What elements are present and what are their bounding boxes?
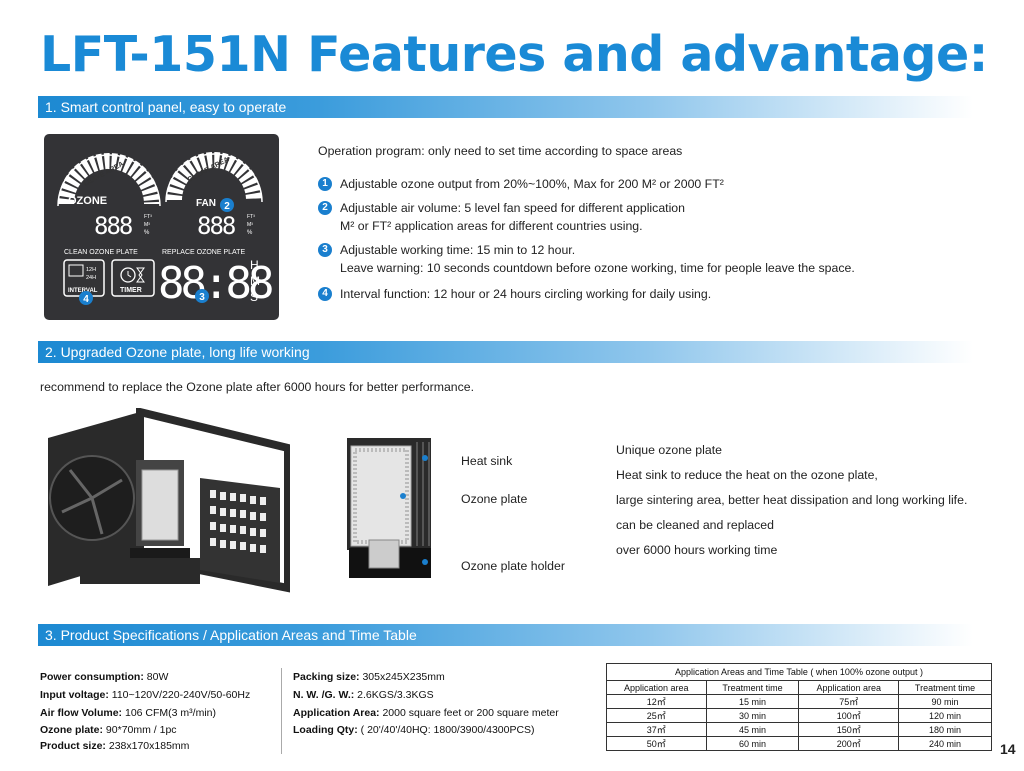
svg-text:H: H xyxy=(250,258,259,272)
feature-3-text: Adjustable working time: 15 min to 12 ho… xyxy=(340,243,576,257)
clock-icon xyxy=(120,267,136,283)
plate-desc-5: over 6000 hours working time xyxy=(616,543,778,557)
spec-power: Power consumption: 80W xyxy=(40,671,169,683)
time-digits: 88:88 xyxy=(158,258,272,309)
spec-packing-size: Packing size: 305x245X235mm xyxy=(293,671,445,683)
feature-number-3: 3 xyxy=(318,243,332,257)
clean-plate-label: CLEAN OZONE PLATE xyxy=(64,249,138,256)
fan-label: FAN xyxy=(196,198,216,209)
control-panel-graphic: LEAVE AREA OZONE CLEAR AREA FAN 2 888 FT… xyxy=(57,152,276,309)
ozone-gauge-icon xyxy=(58,153,160,205)
spec-application-area: Application Area: 2000 square feet or 20… xyxy=(293,707,559,719)
page-title: LFT-151N Features and advantage: xyxy=(40,26,988,83)
spec-loading-qty: Loading Qty: ( 20'/40'/40HQ: 1800/3900/4… xyxy=(293,724,535,736)
spec-product-size: Product size: 238x170x185mm xyxy=(40,740,190,752)
svg-text:M: M xyxy=(250,274,260,288)
svg-text:M³: M³ xyxy=(247,222,253,228)
calendar-icon xyxy=(68,264,84,277)
feature-number-4: 4 xyxy=(318,287,332,301)
section-header-control-panel: 1. Smart control panel, easy to operate xyxy=(38,96,973,118)
svg-text:4: 4 xyxy=(83,294,89,305)
ozone-digits: 888 xyxy=(94,212,132,240)
feature-2-text: Adjustable air volume: 5 level fan speed… xyxy=(340,201,685,215)
spec-weight: N. W. /G. W.: 2.6KGS/3.3KGS xyxy=(293,689,434,701)
feature-2-text-line2: M² or FT² application areas for differen… xyxy=(340,219,643,233)
svg-text:12H: 12H xyxy=(86,267,96,273)
spec-ozone-plate: Ozone plate: 90*70mm / 1pc xyxy=(40,724,177,736)
timer-box xyxy=(111,259,155,297)
svg-text:FT³: FT³ xyxy=(247,214,255,220)
ozone-label: OZONE xyxy=(68,195,107,207)
fan-digits: 888 xyxy=(197,212,235,240)
ozone-plate-label: Ozone plate xyxy=(461,492,528,506)
feature-1-text: Adjustable ozone output from 20%~100%, M… xyxy=(340,177,724,191)
badge-4-icon xyxy=(79,291,93,305)
plate-desc-4: can be cleaned and replaced xyxy=(616,518,774,532)
control-panel-image: LEAVE AREA OZONE CLEAR AREA FAN 2 888 FT… xyxy=(44,134,279,320)
features-intro: Operation program: only need to set time… xyxy=(318,144,683,158)
spec-divider xyxy=(281,668,282,754)
ozone-plate-small xyxy=(141,469,179,541)
fan-gauge-icon xyxy=(166,152,262,201)
replace-plate-label: REPLACE OZONE PLATE xyxy=(162,249,245,256)
heat-sink-label: Heat sink xyxy=(461,454,513,468)
plate-holder-label: Ozone plate holder xyxy=(461,559,565,573)
svg-text:3: 3 xyxy=(199,292,205,303)
plate-desc-1: Unique ozone plate xyxy=(616,443,722,457)
svg-text:M³: M³ xyxy=(144,222,150,228)
ozone-plate-illustration xyxy=(347,438,431,578)
page-number: 14 xyxy=(1000,741,1016,757)
section-header-ozone-plate: 2. Upgraded Ozone plate, long life worki… xyxy=(38,341,973,363)
device-illustration xyxy=(48,408,290,593)
badge-3-icon xyxy=(195,289,209,303)
svg-text:S: S xyxy=(250,290,258,304)
interval-label: INTERVAL xyxy=(68,288,98,294)
badge-2-icon xyxy=(220,198,234,212)
section-header-specifications: 3. Product Specifications / Application … xyxy=(38,624,973,646)
spec-airflow: Air flow Volume: 106 CFM(3 m³/min) xyxy=(40,707,216,719)
feature-4-text: Interval function: 12 hour or 24 hours c… xyxy=(340,287,712,301)
svg-text:%: % xyxy=(144,230,150,236)
replace-recommendation: recommend to replace the Ozone plate aft… xyxy=(40,380,475,394)
application-time-table: Application Areas and Time Table ( when … xyxy=(606,663,992,751)
svg-text:FT³: FT³ xyxy=(144,214,152,220)
svg-text:2: 2 xyxy=(224,201,230,212)
table-header-row: Application area Treatment time Applicat… xyxy=(606,680,992,695)
spec-voltage: Input voltage: 110~120V/220-240V/50-60Hz xyxy=(40,689,251,701)
plate-desc-2: Heat sink to reduce the heat on the ozon… xyxy=(616,468,878,482)
plate-desc-3: large sintering area, better heat dissip… xyxy=(616,493,968,507)
hourglass-icon xyxy=(136,267,145,283)
timer-label: TIMER xyxy=(120,287,142,294)
svg-text:24H: 24H xyxy=(86,275,96,281)
svg-text:%: % xyxy=(247,230,253,236)
feature-number-1: 1 xyxy=(318,177,332,191)
table-caption: Application Areas and Time Table ( when … xyxy=(606,663,992,681)
feature-3-text-line2: Leave warning: 10 seconds countdown befo… xyxy=(340,261,855,275)
feature-number-2: 2 xyxy=(318,201,332,215)
